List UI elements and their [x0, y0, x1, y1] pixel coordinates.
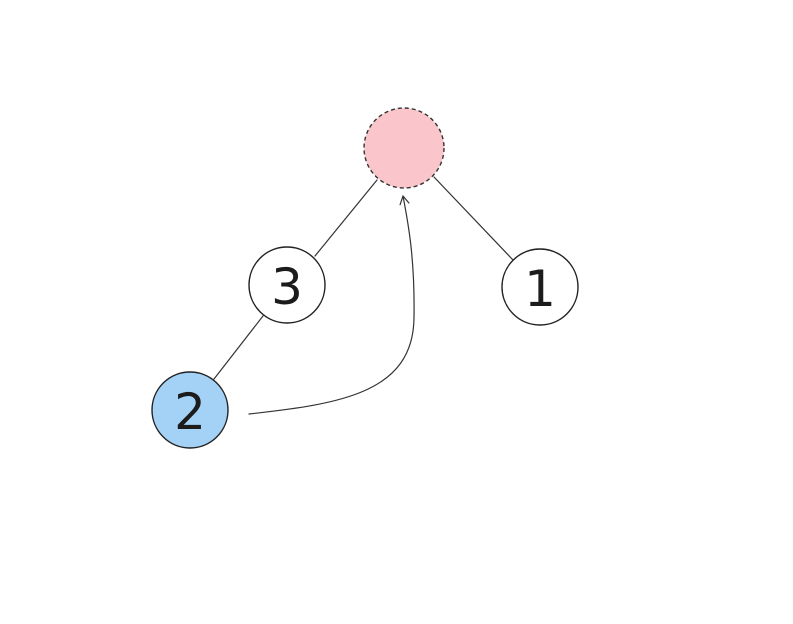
edge-3-to-2 — [213, 315, 264, 380]
node-1-circle[interactable] — [501, 248, 579, 326]
edges-layer — [213, 176, 514, 415]
node-3-circle[interactable] — [248, 246, 326, 324]
node-1[interactable]: 1 — [501, 248, 579, 326]
node-root[interactable] — [363, 107, 445, 189]
node-2[interactable]: 2 — [151, 371, 229, 449]
edge-root-to-1 — [433, 176, 514, 261]
node-root-circle[interactable] — [363, 107, 445, 189]
node-3-label: 3 — [271, 258, 303, 316]
nodes-layer: 3 1 2 — [151, 107, 579, 449]
node-2-label: 2 — [174, 383, 206, 441]
edge-root-to-3 — [314, 179, 378, 257]
node-2-circle[interactable] — [151, 371, 229, 449]
node-3[interactable]: 3 — [248, 246, 326, 324]
node-1-label: 1 — [524, 260, 556, 318]
edge-2-to-root — [248, 195, 415, 415]
